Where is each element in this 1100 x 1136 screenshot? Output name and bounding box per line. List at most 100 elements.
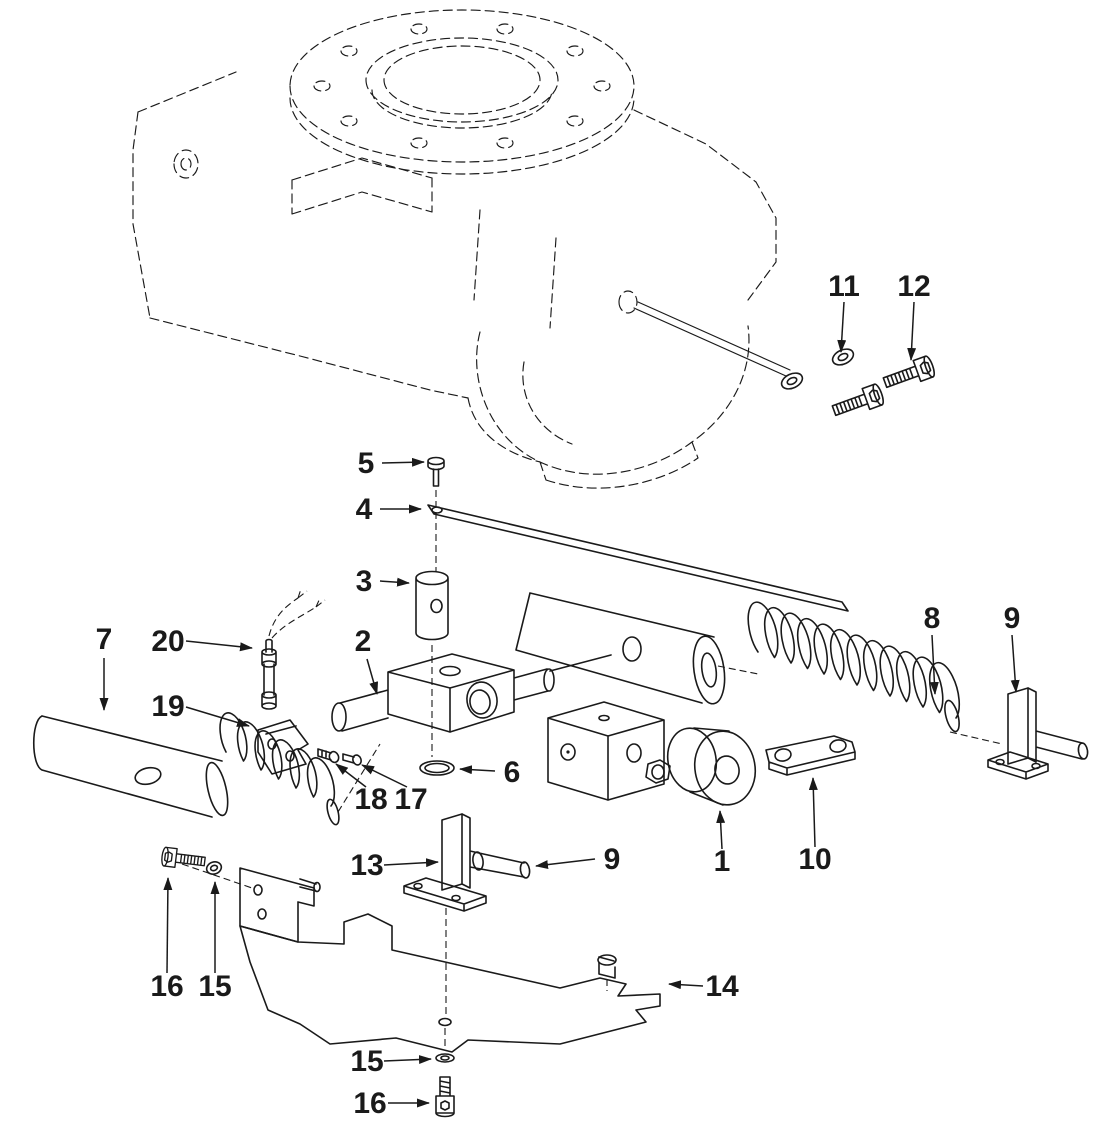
fastener-set-11-12: [780, 348, 938, 422]
callout-17: 17: [361, 764, 428, 816]
cap-screw: [829, 382, 887, 422]
part-12-cap-screw: [880, 354, 938, 394]
plate-flange: [239, 867, 317, 943]
link-hole-right: [829, 739, 847, 753]
callout-1: 1: [714, 810, 731, 878]
callout-1-label: 1: [714, 845, 731, 878]
part-20-cable-connector: [261, 588, 326, 710]
callout-2-leader: [366, 658, 379, 695]
callout-10: 10: [798, 777, 832, 876]
hex-boss: [645, 759, 671, 784]
front-bore: [466, 681, 498, 719]
callout-20-label: 20: [151, 625, 184, 658]
part-15-washer-bottom: [435, 1053, 455, 1063]
block-body: [339, 653, 549, 733]
part-11-washer-bore: [837, 352, 849, 362]
flange-disc-front: [693, 730, 757, 806]
callout-19: 19: [151, 690, 250, 727]
callout-6-label: 6: [504, 756, 521, 789]
callout-9a-label: 9: [1004, 602, 1021, 635]
pin-end: [1077, 742, 1089, 760]
callout-20-leader: [185, 640, 253, 652]
callout-2: 2: [355, 625, 379, 695]
part-19-bracket: [257, 719, 309, 775]
part-9-bracket-right: [987, 687, 1089, 780]
part-1-cylinder-assembly: [547, 701, 757, 806]
callout-14-leader: [668, 980, 704, 990]
callout-8-label: 8: [924, 602, 941, 635]
callout-11: 11: [828, 270, 860, 353]
housing-holes: [173, 149, 638, 314]
arm-spring-end: [326, 798, 340, 826]
spring-coils: [747, 601, 961, 719]
callout-7: 7: [96, 623, 113, 711]
callout-6-leader: [459, 765, 496, 775]
callout-13-label: 13: [350, 849, 383, 882]
part-8-spring: [747, 601, 961, 733]
callout-9a-leader: [1010, 634, 1020, 693]
callout-10-label: 10: [798, 843, 831, 876]
flange-disc-rear: [666, 727, 718, 793]
part-11-washer: [831, 348, 855, 366]
flange-ring: [289, 9, 635, 175]
callout-4: 4: [356, 493, 422, 526]
callout-16b: 16: [353, 1087, 430, 1120]
center-lines: [181, 490, 1003, 1050]
washer-bore: [209, 864, 219, 872]
callout-6: 6: [459, 756, 521, 789]
callout-9b-label: 9: [604, 843, 621, 876]
part-3-pin: [415, 570, 449, 641]
plate-outline: [239, 913, 661, 1053]
connector-body: [261, 638, 277, 710]
part-16-screw-bottom: [435, 1076, 455, 1118]
callout-11-leader: [837, 301, 847, 353]
part-18-screw: [317, 748, 340, 764]
part-17-screw: [342, 753, 362, 766]
callout-8: 8: [924, 602, 941, 695]
part-4-strip: [427, 504, 849, 612]
callout-13-leader: [383, 858, 439, 868]
arm-end: [205, 761, 229, 817]
callout-18-leader: [335, 763, 367, 788]
link-outline: [765, 735, 856, 776]
washer-outer: [205, 861, 223, 875]
part-13-bracket: [403, 813, 531, 912]
part-5-screw: [427, 456, 445, 487]
callout-5-label: 5: [358, 447, 375, 480]
callout-18-label: 18: [354, 783, 387, 816]
disc-tangents: [689, 727, 730, 806]
callout-12-leader: [907, 301, 917, 361]
tube-end-bore: [700, 652, 718, 688]
callout-15a: 15: [198, 881, 232, 1003]
callout-9a: 9: [1004, 602, 1021, 693]
callout-16b-label: 16: [353, 1087, 386, 1120]
callout-1-leader: [716, 810, 726, 850]
part-14-base-plate: [239, 867, 661, 1053]
callout-5: 5: [358, 447, 425, 480]
arm-body: [33, 715, 223, 818]
right-boss-end: [543, 668, 555, 692]
callout-14: 14: [668, 970, 739, 1003]
callout-13: 13: [350, 849, 439, 882]
arm-spring: [219, 712, 336, 807]
callout-7-label: 7: [96, 623, 113, 656]
callout-8-leader: [929, 634, 939, 695]
housing-outline: [132, 71, 777, 399]
bracket-outline: [987, 687, 1083, 780]
callout-3-label: 3: [356, 565, 373, 598]
callout-9b-leader: [535, 858, 596, 870]
flange-rims: [289, 9, 635, 175]
callout-12: 12: [897, 270, 931, 361]
front-port-center: [566, 750, 570, 754]
part-7-arm: [33, 712, 340, 826]
arm-hole: [134, 766, 162, 786]
callout-15b: 15: [350, 1045, 432, 1078]
callout-4-label: 4: [356, 493, 373, 526]
part-15-washer-left: [205, 861, 223, 875]
callout-5-leader: [381, 457, 425, 467]
callout-12-label: 12: [897, 270, 930, 303]
bracket-outline: [403, 813, 525, 912]
housing-spout: [467, 325, 750, 489]
